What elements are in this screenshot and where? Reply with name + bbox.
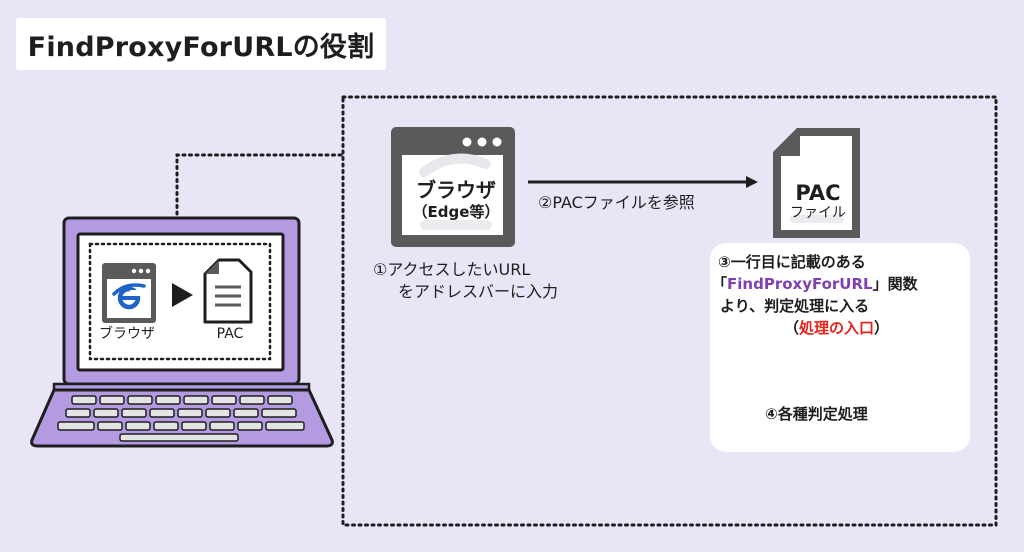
process-panel (710, 243, 970, 452)
step3-paren-open: （ (784, 319, 800, 337)
function-name-highlight: FindProxyForURL (727, 275, 873, 293)
step3-line2: 「FindProxyForURL」関数 (712, 275, 918, 293)
browser-sublabel: （Edge等） (412, 203, 500, 221)
laptop-icon (30, 216, 334, 448)
laptop-browser-label: ブラウザ (99, 326, 155, 342)
entry-point-highlight: 処理の入口 (799, 319, 875, 337)
page-title: FindProxyForURLの役割 (27, 31, 375, 63)
laptop-browser-window-icon (102, 263, 156, 323)
step1-label-line1: ①アクセスしたいURL (373, 260, 531, 279)
step3-line1: ③一行目に記載のある (718, 253, 866, 271)
play-triangle-icon (172, 283, 193, 307)
title-box: FindProxyForURLの役割 (16, 18, 386, 70)
step3-line4: （処理の入口） (784, 319, 889, 337)
step3-paren-close: ） (874, 319, 890, 337)
pac-label: PAC (795, 181, 841, 205)
dotted-connector (175, 153, 345, 242)
step1-label-line2: をアドレスバーに入力 (398, 282, 559, 301)
laptop-pac-label: PAC (216, 326, 244, 342)
step3-line3: より、判定処理に入る (720, 297, 870, 315)
laptop-document-icon (203, 258, 253, 324)
arrow-right-icon (528, 176, 758, 188)
dotted-region-border (341, 95, 998, 527)
step2-label: ②PACファイルを参照 (538, 193, 695, 212)
step4-label: ④各種判定処理 (765, 405, 868, 423)
pac-sublabel: ファイル (790, 205, 846, 221)
browser-window-icon (391, 127, 515, 247)
edge-logo-icon (112, 283, 146, 310)
step3-bracket-open: 「 (712, 275, 728, 293)
browser-label: ブラウザ (416, 178, 496, 202)
document-icon (773, 128, 860, 238)
step3-bracket-close: 」関数 (872, 275, 918, 293)
